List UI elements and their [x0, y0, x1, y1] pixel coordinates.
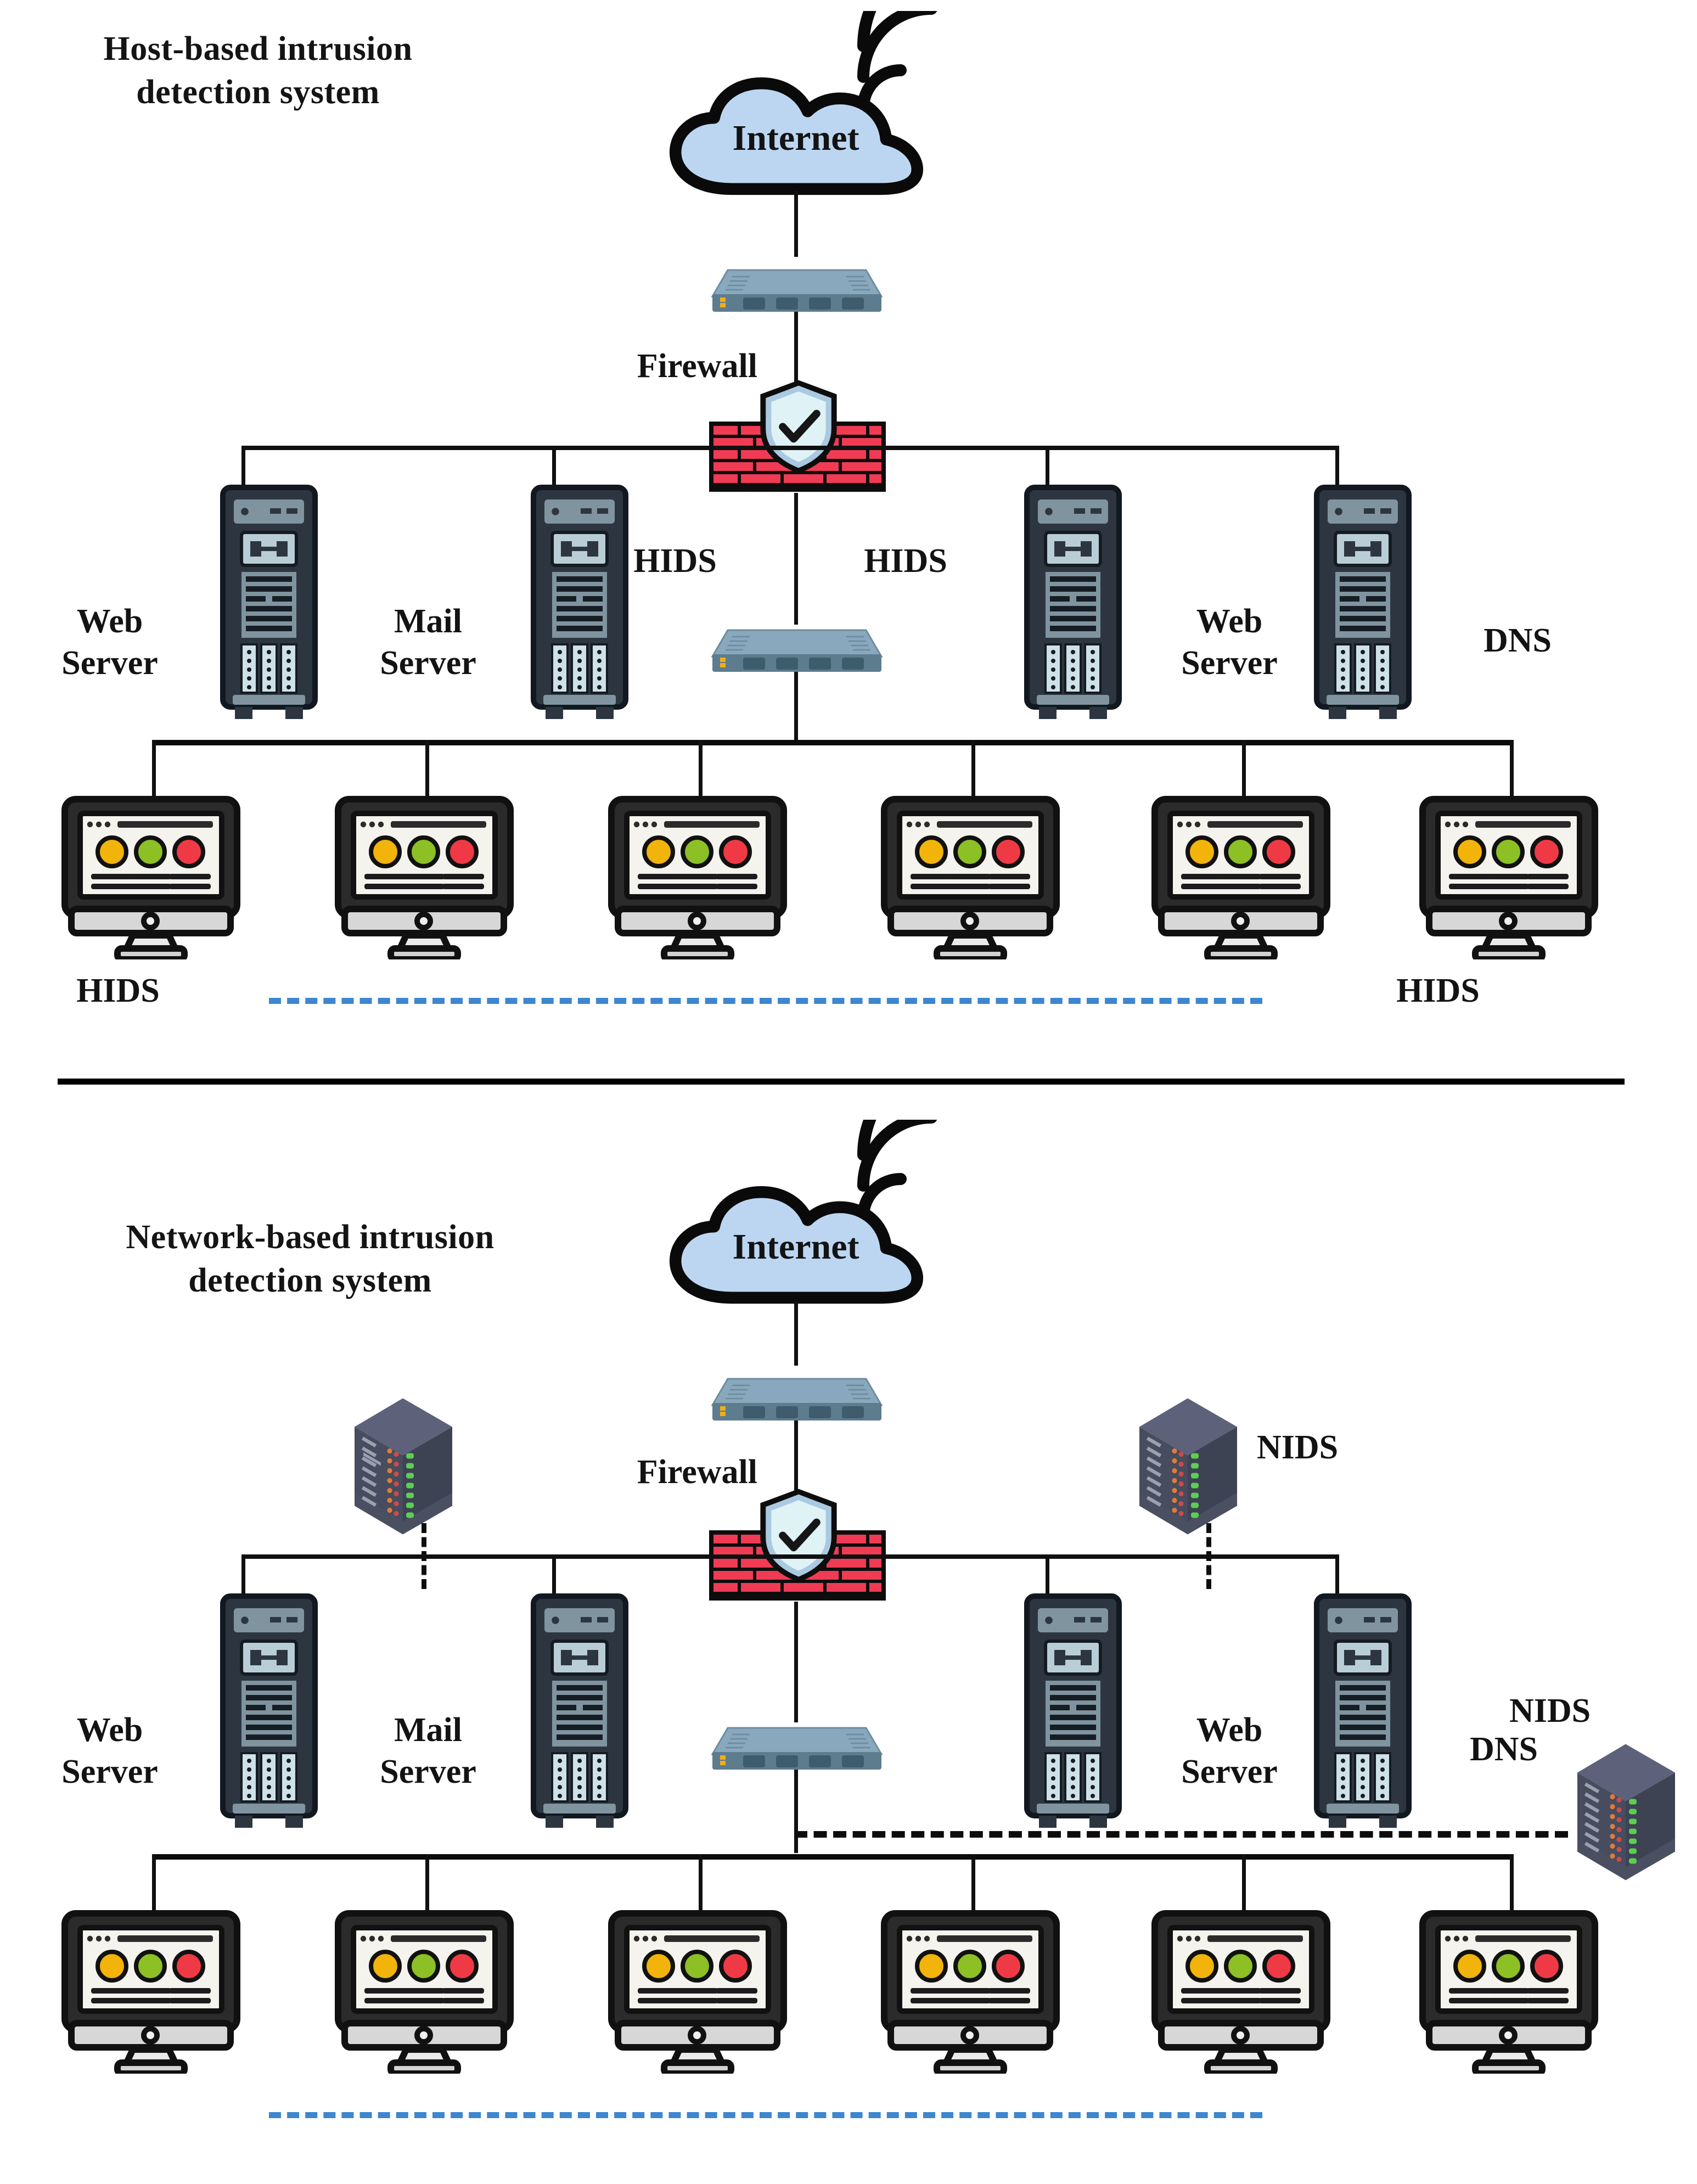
wire-bus-to-web-server-left	[241, 446, 245, 490]
workstation-icon	[880, 1909, 1061, 2074]
workstation-icon	[880, 795, 1061, 959]
nids-sensor-icon-far-right	[1569, 1737, 1684, 1883]
web-server-left-label: Web Server	[61, 1711, 158, 1790]
hids-link-dashed-line	[269, 998, 1262, 1004]
web-server-tower-right	[1024, 1593, 1122, 1829]
wire-bus-to-workstation-3	[699, 1854, 703, 1919]
workstation-icon	[1150, 795, 1331, 959]
hids-label-left-switch: HIDS	[633, 542, 717, 580]
firewall-label: Firewall	[637, 1453, 757, 1491]
server-bus-bottom	[241, 1554, 1339, 1559]
web-server-right-label: Web Server	[1181, 603, 1278, 682]
wire-bus-to-web-server-right	[1046, 446, 1049, 490]
workstation-icon	[607, 1909, 788, 2074]
shield-check-icon	[757, 1487, 840, 1584]
wire-bus-to-workstation-6	[1510, 1854, 1514, 1919]
wire-bus-to-web-server-right	[1046, 1554, 1049, 1598]
router-icon-top	[704, 248, 890, 319]
workstation-icon	[1150, 1909, 1331, 2074]
hids-label-right-switch: HIDS	[864, 542, 947, 580]
wire-bus-to-web-server-left	[241, 1554, 245, 1598]
internet-label: Internet	[732, 1227, 859, 1267]
internet-cloud-icon	[667, 77, 925, 198]
wire-bus-to-workstation-1	[152, 740, 156, 805]
server-bus-top	[241, 446, 1339, 450]
workstation-icon	[1418, 795, 1599, 959]
wire-firewall-to-switch	[794, 1602, 798, 1722]
switch-icon-lan	[704, 1706, 890, 1777]
nids-sensor-icon-right	[1131, 1391, 1246, 1537]
web-server-right-label: Web Server	[1181, 1711, 1278, 1790]
wire-bus-to-mail-server	[552, 446, 556, 490]
wire-cloud-to-router	[794, 1300, 798, 1366]
wire-firewall-to-switch	[794, 493, 798, 625]
wire-bus-to-workstation-4	[971, 1854, 975, 1919]
wire-switch-to-workstation-bus	[794, 1770, 798, 1853]
nids-label-right: NIDS	[1257, 1429, 1339, 1466]
firewall-label: Firewall	[637, 347, 757, 385]
wire-bus-to-workstation-5	[1242, 1854, 1246, 1919]
mail-server-tower	[530, 1593, 629, 1829]
web-server-left-label: Web Server	[61, 603, 158, 682]
workstation-icon	[60, 795, 241, 959]
router-icon-top	[704, 1357, 890, 1428]
workstation-icon	[607, 795, 788, 959]
workstation-bus-bottom	[152, 1854, 1513, 1860]
mail-server-tower	[530, 484, 629, 720]
shield-check-icon	[757, 379, 840, 475]
wire-bus-to-workstation-5	[1242, 740, 1246, 805]
wire-bus-to-workstation-6	[1510, 740, 1514, 805]
web-server-tower-left	[220, 1593, 318, 1829]
wire-bus-to-workstation-2	[425, 1854, 429, 1919]
workstation-icon	[1418, 1909, 1599, 2074]
wire-router-to-firewall	[794, 312, 798, 402]
workstation-icon	[60, 1909, 241, 2074]
dns-server-tower	[1313, 1593, 1412, 1829]
workstation-link-dashed-line	[269, 2112, 1262, 2118]
dns-server-tower	[1313, 484, 1412, 720]
internet-cloud-icon	[667, 1186, 925, 1306]
hids-label-bottom-right: HIDS	[1396, 972, 1480, 1009]
wire-bus-to-workstation-4	[971, 740, 975, 805]
wire-switch-to-workstation-bus	[794, 672, 798, 744]
nids-tap-dashed-line	[794, 1831, 1568, 1838]
nids-panel-title: Network-based intrusion detection system	[126, 1219, 495, 1300]
hids-label-bottom-left: HIDS	[76, 972, 160, 1009]
nids-label-far-right: NIDS	[1509, 1692, 1591, 1730]
panel-divider	[58, 1079, 1625, 1085]
workstation-icon	[334, 1909, 515, 2074]
dns-label: DNS	[1469, 1731, 1538, 1768]
switch-icon-lan	[704, 608, 890, 680]
workstation-icon	[334, 795, 515, 959]
wire-bus-to-workstation-3	[699, 740, 703, 805]
wire-bus-to-workstation-1	[152, 1854, 156, 1919]
wire-cloud-to-router	[794, 191, 798, 257]
web-server-tower-right	[1024, 484, 1122, 720]
hids-panel-title: Host-based intrusion detection system	[103, 30, 413, 111]
internet-label: Internet	[732, 118, 859, 158]
web-server-tower-left	[220, 484, 318, 720]
wire-bus-to-dns-server	[1335, 1554, 1339, 1598]
workstation-bus-top	[152, 740, 1513, 745]
wire-router-to-firewall	[794, 1421, 798, 1511]
mail-server-label: Mail Server	[380, 603, 476, 682]
wire-bus-to-dns-server	[1335, 446, 1339, 490]
dns-label: DNS	[1483, 622, 1552, 659]
wire-bus-to-workstation-2	[425, 740, 429, 805]
nids-sensor-icon-left	[346, 1391, 461, 1537]
mail-server-label: Mail Server	[380, 1711, 476, 1790]
wire-bus-to-mail-server	[552, 1554, 556, 1598]
